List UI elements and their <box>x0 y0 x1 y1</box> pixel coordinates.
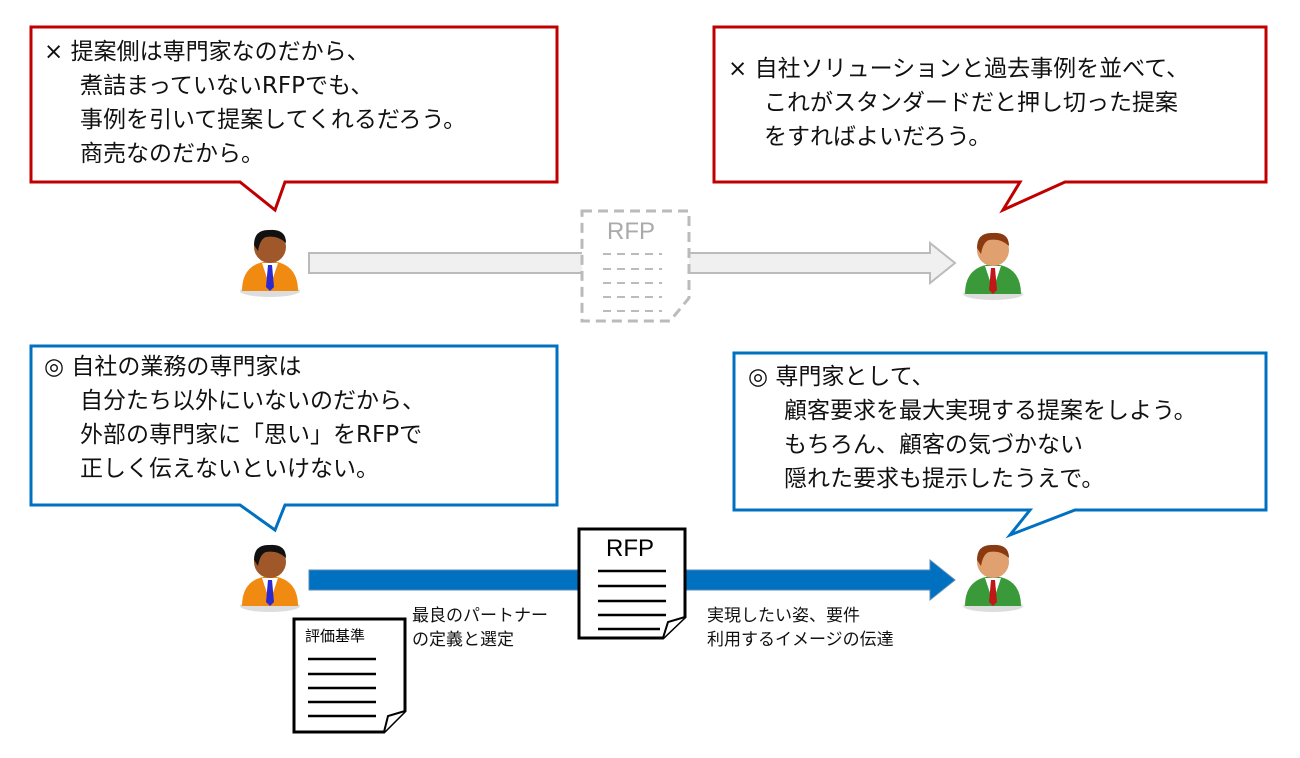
text-line: 専門家として、 <box>775 364 935 390</box>
criteria-title: 評価基準 <box>305 627 366 645</box>
callout-text-bottom-right: ◎ 専門家として、 顧客要求を最大実現する提案をしよう。 もちろん、顧客の気づか… <box>748 360 1197 496</box>
text-line: 自社の業務の専門家は <box>71 354 302 380</box>
text-line: 自社ソリューションと過去事例を並べて、 <box>754 56 1190 82</box>
text-line: もちろん、顧客の気づかない <box>784 432 1083 458</box>
label-requirements: 実現したい姿、要件 利用するイメージの伝達 <box>707 604 894 652</box>
callout-text-top-left: × 提案側は専門家なのだから、 煮詰まっていないRFPでも、 事例を引いて提案し… <box>44 35 466 171</box>
text-line: をすればよいだろう。 <box>764 124 992 150</box>
text-line: 事例を引いて提案してくれるだろう。 <box>80 107 467 133</box>
callout-text-bottom-left: ◎ 自社の業務の専門家は 自分たち以外にいないのだから、 外部の専門家に「思い」… <box>44 350 425 486</box>
cross-marker: × <box>44 39 64 65</box>
text-line: 正しく伝えないといけない。 <box>80 456 379 482</box>
double-circle-marker: ◎ <box>44 354 65 380</box>
text-line: 提案側は専門家なのだから、 <box>70 39 370 65</box>
text-line: 外部の専門家に「思い」をRFPで <box>80 422 423 448</box>
rfp-document-dashed <box>580 209 691 323</box>
label-line: の定義と選定 <box>412 630 514 650</box>
callout-top-left <box>29 25 559 213</box>
rfp-title: RFP <box>606 535 654 562</box>
double-circle-marker: ◎ <box>748 364 769 390</box>
client-person-icon <box>240 544 300 612</box>
vendor-person-icon <box>963 544 1023 612</box>
evaluation-criteria-document <box>292 617 407 734</box>
rfp-title-dashed: RFP <box>607 218 655 245</box>
cross-marker: × <box>728 56 748 82</box>
text-line: 顧客要求を最大実現する提案をしよう。 <box>784 398 1197 424</box>
callout-top-right <box>712 25 1268 214</box>
callout-bottom-right <box>732 351 1268 539</box>
callout-text-top-right: × 自社ソリューションと過去事例を並べて、 これがスタンダードだと押し切った提案… <box>728 52 1189 154</box>
text-line: 隠れた要求も提示したうえで。 <box>784 466 1105 492</box>
client-person-icon <box>240 229 300 297</box>
text-line: これがスタンダードだと押し切った提案 <box>764 90 1178 116</box>
label-line: 実現したい姿、要件 <box>707 606 860 626</box>
label-line: 最良のパートナー <box>412 606 548 626</box>
vendor-person-icon <box>963 232 1023 300</box>
callout-bottom-left <box>29 344 559 533</box>
text-line: 商売なのだから。 <box>80 141 264 167</box>
text-line: 煮詰まっていないRFPでも、 <box>80 73 374 99</box>
text-line: 自分たち以外にいないのだから、 <box>80 388 425 414</box>
rfp-document <box>577 527 687 640</box>
label-partner-selection: 最良のパートナー の定義と選定 <box>412 604 548 652</box>
label-line: 利用するイメージの伝達 <box>707 630 894 650</box>
